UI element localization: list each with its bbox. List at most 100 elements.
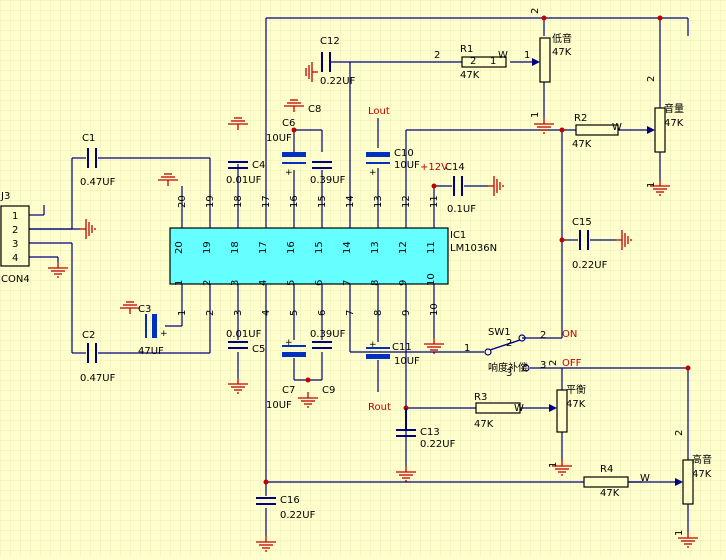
ic1-top-pin-outer-16: 16 [289, 195, 300, 208]
connector-j3 [0, 205, 30, 267]
ic1-top-pin-outer-12: 12 [401, 195, 412, 208]
ic1-top-pin-outer-11: 11 [429, 195, 440, 208]
c13-val: 0.22UF [420, 439, 456, 450]
sw1-pin-3: 3 [540, 360, 546, 371]
ic1-top-pin-20: 20 [174, 241, 185, 254]
r1-pin-2: 2 [434, 50, 440, 61]
c13-ref: C13 [420, 427, 440, 438]
wires [29, 17, 689, 536]
c12-ref: C12 [320, 36, 340, 47]
ic1-bottom-pin-outer-3: 3 [233, 310, 244, 316]
c16-ref: C16 [280, 495, 300, 506]
ic1-top-pin-15: 15 [314, 241, 325, 254]
sw1-contact-2: 2 [506, 338, 512, 349]
sw1-off: OFF [562, 358, 582, 369]
r3-wiper: W [514, 403, 524, 414]
pot-arrows [532, 58, 683, 486]
c9b-val: 0.39UF [310, 175, 346, 186]
bal-pin-2: 2 [548, 360, 559, 366]
r3-val: 47K [474, 419, 494, 430]
treble-pin-1: 1 [674, 530, 685, 536]
ic1-top-pin-12: 12 [398, 241, 409, 254]
c14-val: 0.1UF [447, 204, 476, 215]
pot-bass-name: 低音 [552, 32, 572, 45]
c1-ref: C1 [82, 133, 95, 144]
j3-pin-2: 2 [12, 225, 18, 236]
bal-pin-1: 1 [548, 462, 559, 468]
r1-wiper: W [498, 50, 508, 61]
pot-treble-val: 47K [692, 469, 712, 480]
ic1: 2020191918181717161615151414131312121111… [169, 195, 449, 316]
c10-val: 10UF [394, 160, 420, 171]
r1-val: 47K [460, 70, 480, 81]
c9-val: 0.39UF [310, 329, 346, 340]
ic1-bottom-pin-outer-5: 5 [289, 310, 300, 316]
pot-bass-val: 47K [552, 47, 572, 58]
ic1-top-pin-outer-20: 20 [177, 195, 188, 208]
bass-pin-2: 2 [530, 8, 541, 14]
net-lout: Lout [368, 106, 390, 117]
sw1-ref: SW1 [488, 327, 511, 338]
svg-text:+: + [285, 168, 293, 178]
c10-ref: C10 [394, 148, 414, 159]
svg-text:+: + [160, 329, 168, 339]
ic1-top-pin-outer-17: 17 [261, 195, 272, 208]
c2-ref: C2 [82, 330, 95, 341]
pot-treble-name: 高音 [692, 453, 712, 466]
c16-val: 0.22UF [280, 510, 316, 521]
resistor-symbols [461, 56, 629, 488]
c2-val: 0.47UF [80, 373, 116, 384]
ic1-bottom-pin-outer-1: 1 [177, 310, 188, 316]
ic1-top-pin-outer-13: 13 [373, 195, 384, 208]
capacitor-symbols [87, 52, 589, 505]
ic1-top-pin-16: 16 [286, 241, 297, 254]
sw1-contact-3: 3 [506, 368, 512, 379]
ic1-bottom-pin-8: 8 [370, 280, 381, 286]
c6-val: 10UF [266, 133, 292, 144]
c8-ref: C8 [308, 104, 321, 115]
r2-val: 47K [572, 139, 592, 150]
sw1-pin-2: 2 [540, 330, 546, 341]
ic1-top-pin-17: 17 [258, 241, 269, 254]
treble-pin-2: 2 [674, 430, 685, 436]
c4-val: 0.01UF [226, 175, 262, 186]
r4-ref: R4 [600, 464, 613, 475]
pot-volume-val: 47K [664, 118, 684, 129]
c15-ref: C15 [572, 217, 592, 228]
r2-ref: R2 [574, 113, 587, 124]
c12-val: 0.22UF [320, 76, 356, 87]
net-vcc: +12V [420, 162, 448, 173]
r4-val: 47K [600, 488, 620, 499]
svg-text:+: + [369, 168, 377, 178]
j3-name: CON4 [1, 274, 30, 285]
ic1-top-pin-outer-15: 15 [317, 195, 328, 208]
r1-inner-1: 1 [490, 56, 496, 67]
c11-ref: C11 [392, 342, 412, 353]
c5-val: 0.01UF [226, 329, 262, 340]
ic1-top-pin-outer-14: 14 [345, 195, 356, 208]
net-rout: Rout [368, 402, 391, 413]
ic1-bottom-pin-7: 7 [342, 280, 353, 286]
polarity-marks: ++ ++ + [160, 168, 377, 350]
j3-pin-3: 3 [12, 239, 18, 250]
switch-sw1 [484, 334, 530, 372]
ic1-bottom-pin-outer-9: 9 [401, 310, 412, 316]
ic1-bottom-pin-3: 3 [230, 280, 241, 286]
ic1-bottom-pin-outer-2: 2 [205, 310, 216, 316]
ic1-bottom-pin-2: 2 [202, 280, 213, 286]
ic1-bottom-pin-outer-6: 6 [317, 310, 328, 316]
ic1-bottom-pin-10: 10 [426, 273, 437, 286]
vol-pin-2: 2 [646, 76, 657, 82]
bass-wiper-1: 1 [524, 50, 530, 61]
ic1-bottom-pin-outer-8: 8 [373, 310, 384, 316]
pot-balance-name: 平衡 [566, 384, 586, 396]
ic1-top-pin-outer-18: 18 [233, 195, 244, 208]
c3-val: 47UF [138, 346, 164, 357]
r4-wiper: W [640, 473, 650, 484]
sw1-on: ON [562, 329, 577, 340]
ic1-bottom-pin-6: 6 [314, 280, 325, 286]
sw1-name: 响度补偿 [488, 361, 528, 374]
c9-ref: C9 [322, 385, 335, 396]
